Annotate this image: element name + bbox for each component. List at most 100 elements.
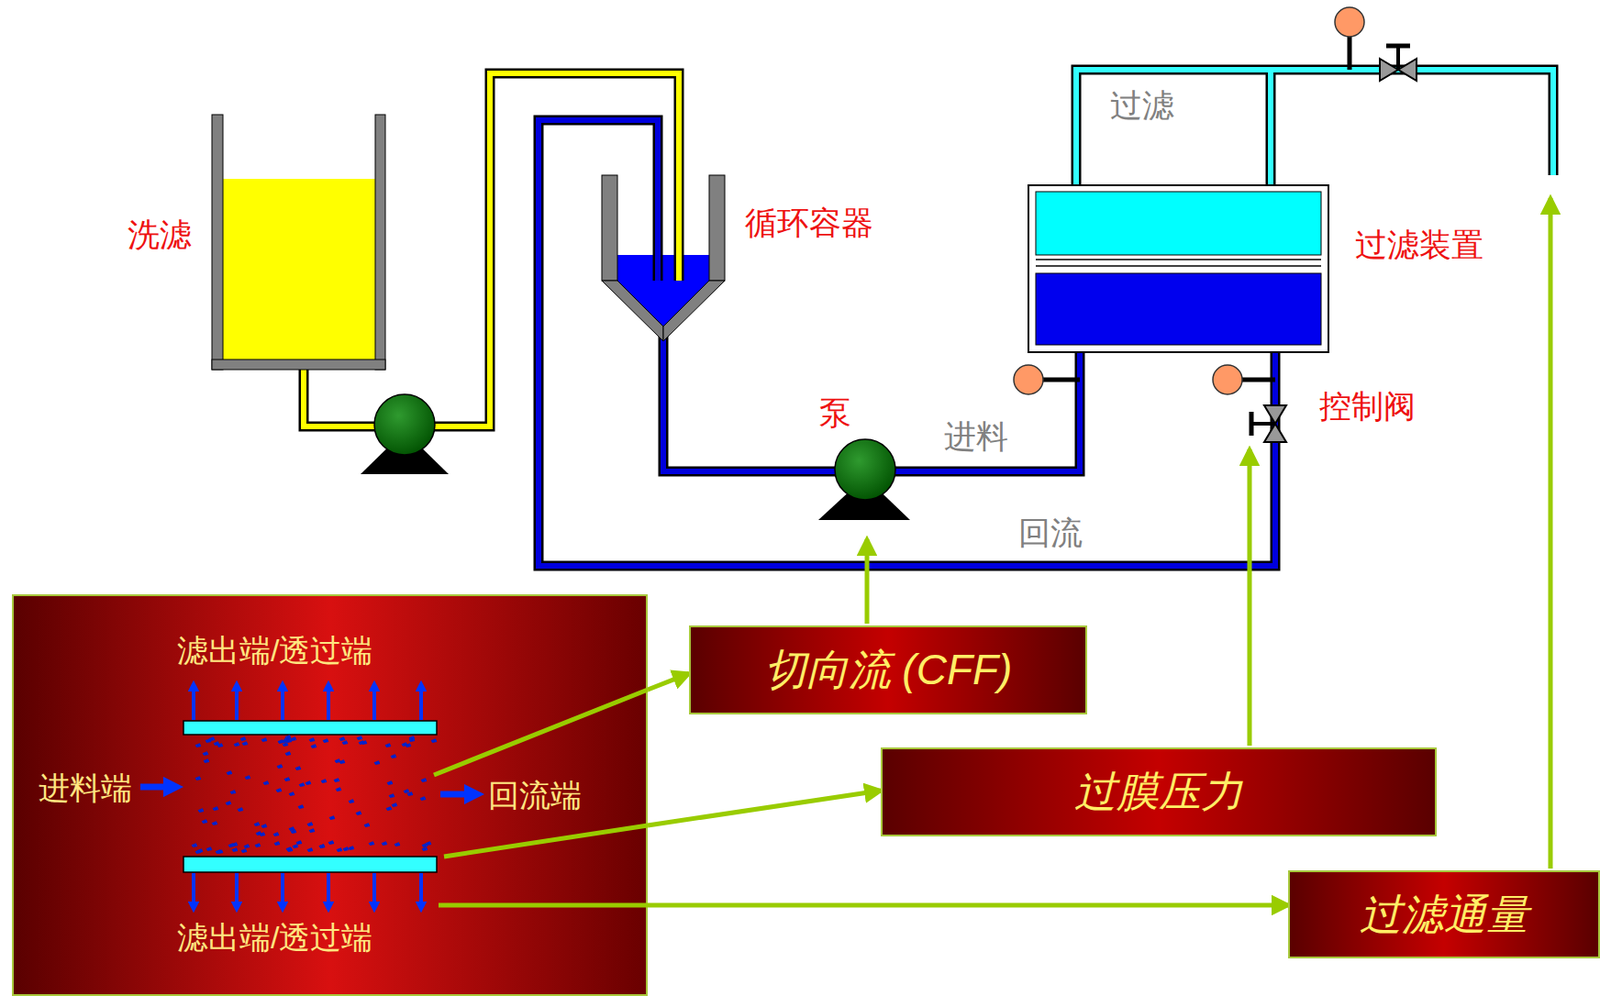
circulation-vessel (663, 280, 725, 342)
leader-arrow (1247, 449, 1253, 746)
membrane-illustration (421, 778, 427, 782)
membrane-illustration (348, 846, 355, 850)
membrane-illustration (234, 686, 239, 721)
membrane-illustration (358, 741, 365, 745)
membrane-illustration (292, 844, 299, 848)
membrane-illustration (244, 844, 250, 848)
membrane-illustration (213, 742, 220, 745)
membrane-illustration (374, 761, 380, 765)
part-label: 循环容器 (744, 205, 874, 242)
membrane-illustration (255, 844, 261, 847)
membrane-illustration (261, 738, 267, 742)
membrane-illustration (372, 686, 377, 721)
membrane-illustration (191, 686, 196, 721)
control-valve (1264, 423, 1287, 443)
membrane-illustration (422, 847, 428, 851)
membrane-illustration (356, 736, 363, 740)
membrane-illustration (326, 873, 331, 908)
membrane-illustration (290, 830, 297, 834)
membrane-illustration (326, 686, 331, 721)
wash-tank (375, 114, 386, 370)
port-label: 进料端 (38, 771, 133, 806)
membrane-illustration (280, 686, 285, 721)
leader-arrow (866, 198, 1551, 869)
membrane-illustration (407, 792, 413, 796)
membrane-illustration (140, 784, 174, 791)
control-valve (1396, 45, 1400, 70)
membrane-illustration (195, 744, 201, 747)
membrane-illustration (387, 781, 393, 785)
membrane-illustration (425, 842, 432, 845)
membrane-illustration (212, 807, 219, 811)
wash-tank (211, 114, 223, 370)
part-label: 洗滤 (127, 217, 192, 254)
part-label: 回流 (1018, 515, 1083, 552)
membrane-illustration (277, 765, 283, 768)
pressure-gauge (1334, 7, 1365, 37)
membrane-illustration (409, 738, 415, 742)
membrane-illustration (336, 848, 343, 852)
membrane-illustration (276, 788, 282, 792)
membrane-illustration (287, 848, 293, 852)
membrane-illustration (259, 833, 266, 836)
membrane-illustration (305, 781, 312, 785)
membrane-illustration (225, 801, 232, 805)
membrane-illustration (211, 822, 218, 825)
filter-device (1028, 185, 1329, 353)
membrane-illustration (339, 760, 345, 764)
membrane-illustration (195, 777, 201, 780)
membrane-illustration (319, 844, 325, 848)
box-title: 切向流 (CFF) (764, 646, 1013, 694)
membrane-illustration (296, 841, 302, 845)
membrane-illustration (401, 743, 408, 746)
membrane-illustration (307, 822, 313, 826)
part-label: 控制阀 (1319, 388, 1416, 425)
membrane-illustration (321, 779, 327, 783)
pressure-gauge (1013, 7, 1365, 395)
control-valve (1264, 405, 1287, 424)
filter-device (1035, 258, 1322, 261)
membrane-illustration (390, 755, 397, 758)
circulation-vessel (601, 280, 664, 342)
circulation-vessel (601, 175, 725, 342)
pressure-gauge (1212, 365, 1243, 395)
membrane-illustration (286, 847, 292, 851)
control-valve (1251, 422, 1276, 426)
membrane-illustration (232, 843, 238, 846)
concept-box: 过膜压力 (880, 747, 1437, 837)
control-valve (1379, 58, 1399, 81)
membrane-illustration (203, 759, 210, 763)
membrane-illustration (433, 689, 648, 776)
membrane-illustration (419, 873, 423, 908)
membrane-illustration (335, 788, 342, 791)
membrane-illustration (206, 847, 212, 851)
membrane-illustration (241, 849, 247, 853)
membrane-illustration (394, 843, 400, 846)
membrane-illustration (311, 744, 317, 748)
membrane-illustration (230, 790, 236, 794)
filter-device (1035, 191, 1322, 256)
membrane-illustration (232, 848, 238, 852)
membrane-illustration (226, 771, 233, 775)
wash-tank (222, 178, 376, 360)
membrane-illustration (339, 737, 345, 741)
filtrate-pipe (1076, 69, 1554, 186)
membrane-illustration (355, 811, 362, 815)
membrane-illustration (364, 823, 370, 827)
membrane-illustration (198, 809, 204, 812)
control-valve (1249, 411, 1255, 436)
connector-arrow (647, 673, 689, 690)
membrane-illustration (322, 739, 329, 743)
membrane-illustration (273, 833, 279, 836)
membrane-illustration (242, 742, 248, 745)
membrane-panel: 滤出端/透过端进料端回流端滤出端/透过端 (11, 594, 648, 996)
membrane-illustration (254, 822, 260, 826)
membrane-illustration (348, 800, 355, 803)
membrane-illustration (263, 781, 269, 785)
membrane-illustration (438, 903, 648, 909)
circulation-vessel (709, 175, 725, 281)
membrane-illustration (244, 776, 251, 779)
circulation-vessel (617, 255, 710, 327)
membrane-illustration (284, 777, 290, 781)
membrane-illustration (309, 738, 315, 742)
